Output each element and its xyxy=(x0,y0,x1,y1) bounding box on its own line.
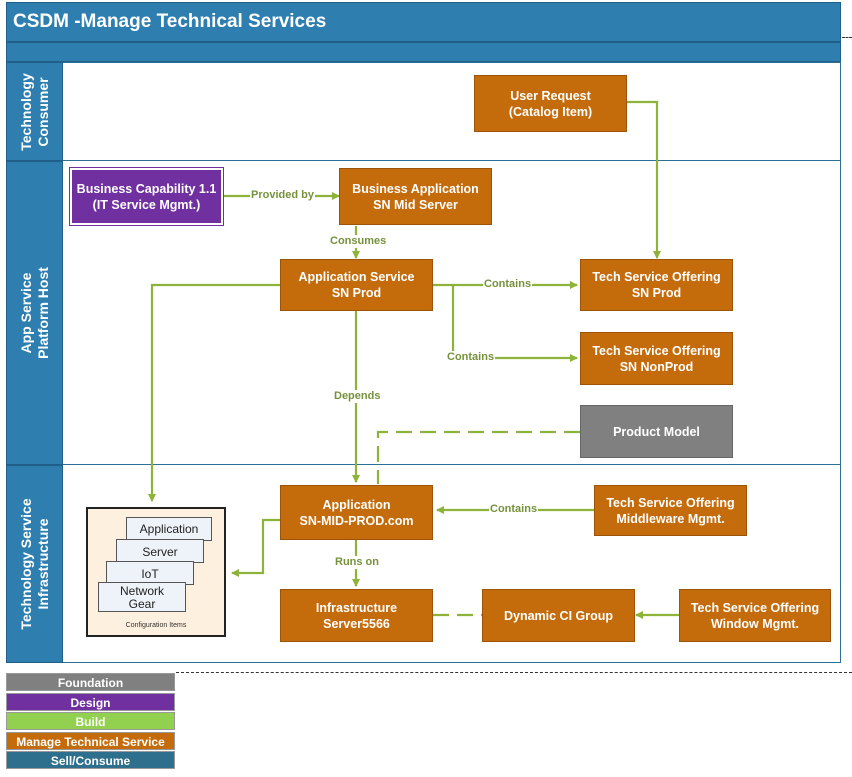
label-depends: Depends xyxy=(333,390,382,403)
legend-manage-technical-service: Manage Technical Service xyxy=(6,732,175,750)
lane-label-technology-infrastructure: Technology Service Infrastructure xyxy=(6,465,63,663)
title-band xyxy=(6,42,841,62)
node-infrastructure[interactable]: Infrastructure Server5566 xyxy=(280,589,433,642)
node-product-model[interactable]: Product Model xyxy=(580,405,733,458)
node-application[interactable]: Application SN-MID-PROD.com xyxy=(280,485,433,540)
node-tso-sn-prod[interactable]: Tech Service Offering SN Prod xyxy=(580,259,733,311)
node-user-request[interactable]: User Request (Catalog Item) xyxy=(474,75,627,132)
label-runs-on: Runs on xyxy=(334,556,380,569)
connector-user-request-to-tso-sn-prod xyxy=(627,100,661,259)
connector-product-model-dashed xyxy=(376,430,580,484)
node-tso-sn-nonprod[interactable]: Tech Service Offering SN NonProd xyxy=(580,332,733,385)
node-tso-middleware[interactable]: Tech Service Offering Middleware Mgmt. xyxy=(594,485,747,536)
label-contains-middleware: Contains xyxy=(489,503,539,516)
node-application-service[interactable]: Application Service SN Prod xyxy=(280,259,433,311)
label-contains-nonprod: Contains xyxy=(446,351,496,364)
ci-caption: Configuration Items xyxy=(125,622,187,629)
ci-card-network-gear: Network Gear xyxy=(98,582,186,612)
node-tso-window[interactable]: Tech Service Offering Window Mgmt. xyxy=(679,589,831,642)
node-dynamic-ci-group[interactable]: Dynamic CI Group xyxy=(482,589,635,642)
node-business-application[interactable]: Business Application SN Mid Server xyxy=(339,168,492,225)
lane-label-technology-consumer: Technology Consumer xyxy=(6,62,63,161)
ci-card-server: Server xyxy=(116,539,204,563)
top-dashed-guide xyxy=(842,37,852,38)
label-contains-prod: Contains xyxy=(483,278,533,291)
lane-label-app-service: App Service Platform Host xyxy=(6,161,63,465)
legend-build: Build xyxy=(6,712,175,730)
connector-app-service-to-ci xyxy=(148,283,280,502)
ci-card-application: Application xyxy=(126,517,212,541)
label-consumes: Consumes xyxy=(329,235,388,248)
legend-sell-consume: Sell/Consume xyxy=(6,751,175,769)
connector-contains-nonprod xyxy=(451,285,578,362)
lane-divider-2 xyxy=(63,464,841,465)
bottom-dashed-guide xyxy=(176,672,852,673)
node-business-capability[interactable]: Business Capability 1.1 (IT Service Mgmt… xyxy=(69,167,224,226)
page-title: CSDM -Manage Technical Services xyxy=(6,2,841,42)
legend-foundation: Foundation xyxy=(6,673,175,691)
connector-application-to-ci xyxy=(231,518,280,577)
label-provided-by: Provided by xyxy=(250,189,315,202)
lane-divider-1 xyxy=(63,160,841,161)
configuration-items-panel[interactable]: Application Server IoT Network Gear Conf… xyxy=(86,507,226,637)
legend-design: Design xyxy=(6,693,175,711)
